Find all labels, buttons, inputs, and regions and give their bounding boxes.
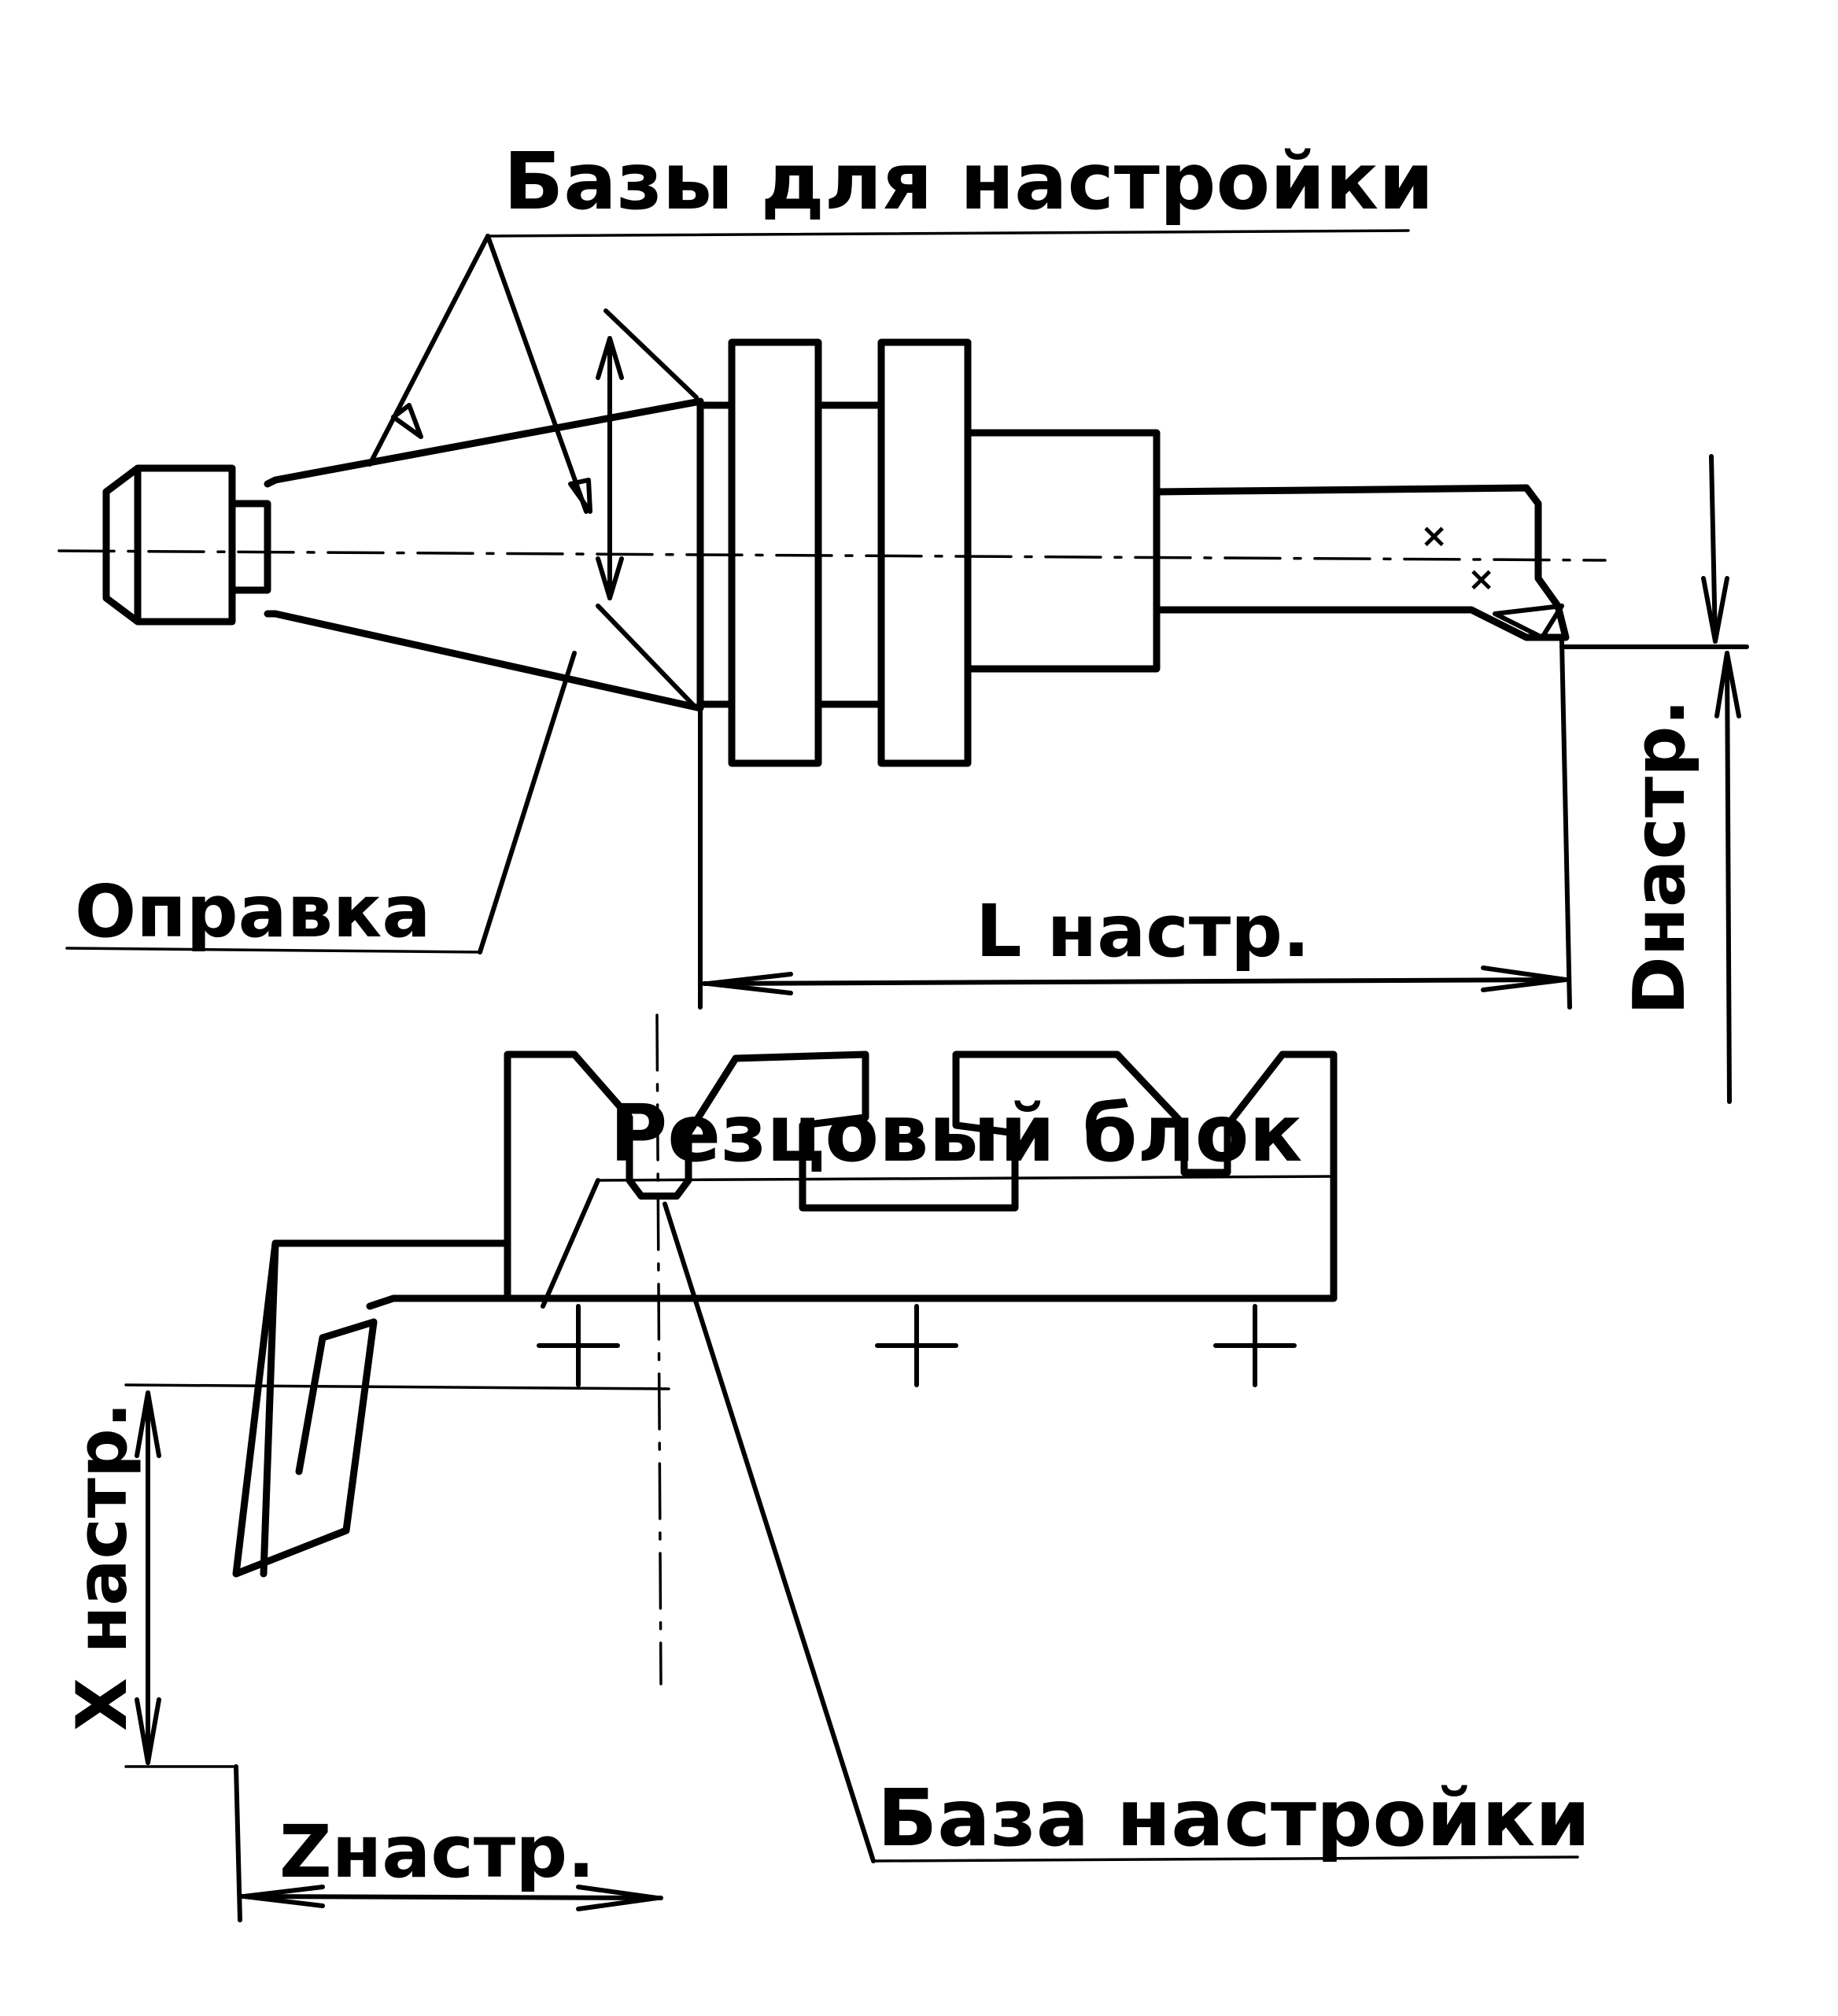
- cutter-block-leader: [541, 1175, 1331, 1309]
- mount-cross-1: [537, 1304, 620, 1387]
- setup-base-label: База настройки: [877, 1772, 1590, 1864]
- stud-collar: [228, 500, 271, 594]
- taper-cone: [264, 397, 704, 712]
- arbor-body: [964, 429, 1161, 673]
- d-setup-dimension: [1559, 454, 1749, 1104]
- svg-text:×: ×: [1467, 559, 1495, 598]
- flange-ring-1: [728, 338, 822, 767]
- l-setup-dimension: [698, 639, 1572, 1010]
- arbor-label: Оправка: [75, 870, 430, 954]
- flange-hub: [696, 401, 885, 708]
- setup-bases-label: Базы для настройки: [504, 135, 1434, 227]
- setup-bases-leaders: [367, 229, 1410, 711]
- cutter-block-label: Резцовый блок: [610, 1087, 1302, 1180]
- cutter-block: [232, 1014, 1338, 1686]
- x-setup-dimension: [124, 1383, 670, 1768]
- mount-cross-2: [875, 1304, 958, 1387]
- block-center-line: [655, 1014, 662, 1686]
- z-setup-label: Zнастр.: [279, 1810, 595, 1894]
- insert-triangle: [1493, 604, 1564, 640]
- x-setup-label: X настр.: [61, 1402, 142, 1731]
- svg-text:×: ×: [1420, 516, 1448, 555]
- setup-base-leader: [662, 1202, 1579, 1863]
- arbor-leader: [65, 651, 577, 954]
- flange-ring-2: [877, 338, 972, 767]
- pull-stud: [102, 464, 236, 626]
- arbor-assembly: × ×: [57, 338, 1607, 767]
- l-setup-label: L настр.: [976, 889, 1310, 973]
- d-setup-label: Dнастр.: [1618, 699, 1701, 1015]
- mount-cross-3: [1213, 1304, 1297, 1387]
- z-setup-dimension: [234, 1764, 663, 1922]
- arbor-axis: [57, 549, 1607, 562]
- block-outline: [504, 1050, 1338, 1302]
